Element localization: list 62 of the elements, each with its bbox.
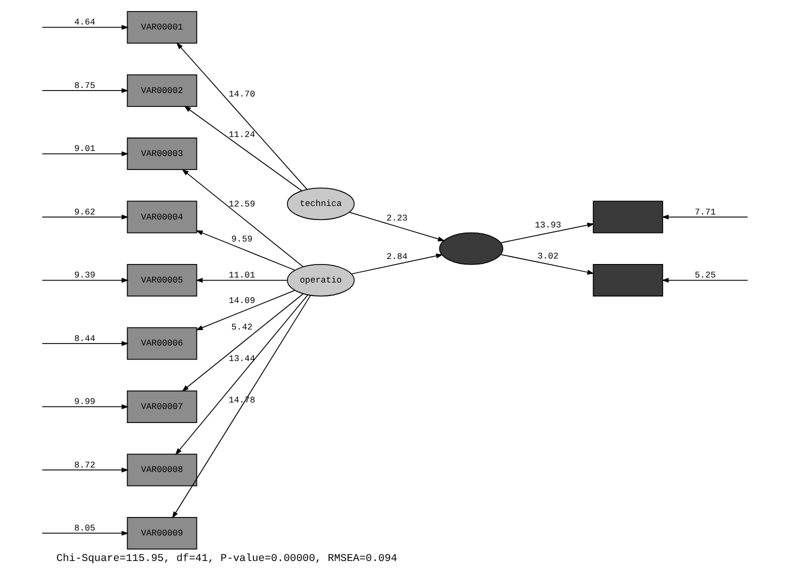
arrow: [183, 106, 302, 192]
node-box: VAR00009: [126, 516, 197, 550]
node-ellipse: technica: [286, 188, 354, 220]
node-box: VAR00008: [126, 454, 197, 486]
arrow: [41, 341, 128, 346]
arrow: [350, 254, 443, 274]
edge-label: 13.44: [228, 354, 255, 364]
edge-label: 11.01: [228, 270, 255, 281]
edge-label: 11.24: [228, 130, 255, 140]
arrow: [176, 42, 307, 190]
arrow: [348, 212, 444, 242]
edge-label: 14.70: [228, 90, 255, 100]
arrow: [181, 169, 303, 268]
edge-label: 7.71: [694, 207, 716, 218]
edge-label: 5.42: [230, 322, 252, 332]
node-box: [592, 200, 663, 234]
node-box: VAR00006: [126, 327, 197, 360]
arrow: [41, 530, 128, 536]
node-box: VAR00007: [126, 390, 197, 423]
node-box: VAR00001: [126, 11, 197, 44]
caption: Chi-Square=115.95, df=41, P-value=0.00000, RMSEA=0.094: [56, 552, 397, 565]
edge-label: 9.99: [74, 397, 95, 408]
edge-label: 9.01: [74, 144, 95, 154]
edge-label: 9.59: [230, 234, 252, 245]
arrow: [661, 278, 748, 283]
arrow: [41, 24, 128, 30]
arrow: [41, 404, 128, 410]
edge-label: 3.02: [537, 251, 558, 262]
edge-label: 2.84: [386, 252, 408, 262]
arrow: [181, 293, 303, 392]
node-ellipse: operatio: [286, 264, 354, 297]
arrow: [195, 290, 295, 330]
edge-label: 8.44: [74, 334, 95, 344]
arrow: [500, 254, 594, 275]
node-box: VAR00002: [126, 74, 197, 107]
edge-label: 8.72: [74, 460, 95, 470]
arrow: [195, 230, 295, 271]
node-box: VAR00003: [126, 138, 197, 170]
node-box: VAR00005: [126, 264, 197, 297]
edge-label: 13.93: [534, 220, 561, 231]
arrow: [41, 151, 128, 156]
node-box: [592, 264, 663, 297]
arrow: [500, 222, 594, 244]
arrow: [41, 278, 128, 283]
edge-label: 5.25: [694, 270, 716, 281]
edge-label: 8.75: [74, 80, 95, 91]
arrow: [661, 214, 748, 220]
arrow: [41, 88, 128, 94]
edge-label: 9.39: [74, 270, 95, 281]
edge-label: 12.59: [228, 200, 255, 210]
arrow: [41, 214, 128, 220]
edge-label: 2.23: [386, 214, 408, 224]
arrow: [41, 468, 128, 472]
edge-label: 4.64: [74, 18, 95, 28]
arrow: [195, 278, 287, 283]
edge-label: 9.62: [74, 207, 95, 218]
edge-label: 14.09: [228, 296, 255, 306]
edge-label: 8.05: [74, 524, 95, 534]
arrow: [172, 295, 310, 519]
node-ellipse: [438, 232, 503, 265]
node-box: VAR00004: [126, 200, 197, 234]
arrow: [174, 294, 308, 456]
